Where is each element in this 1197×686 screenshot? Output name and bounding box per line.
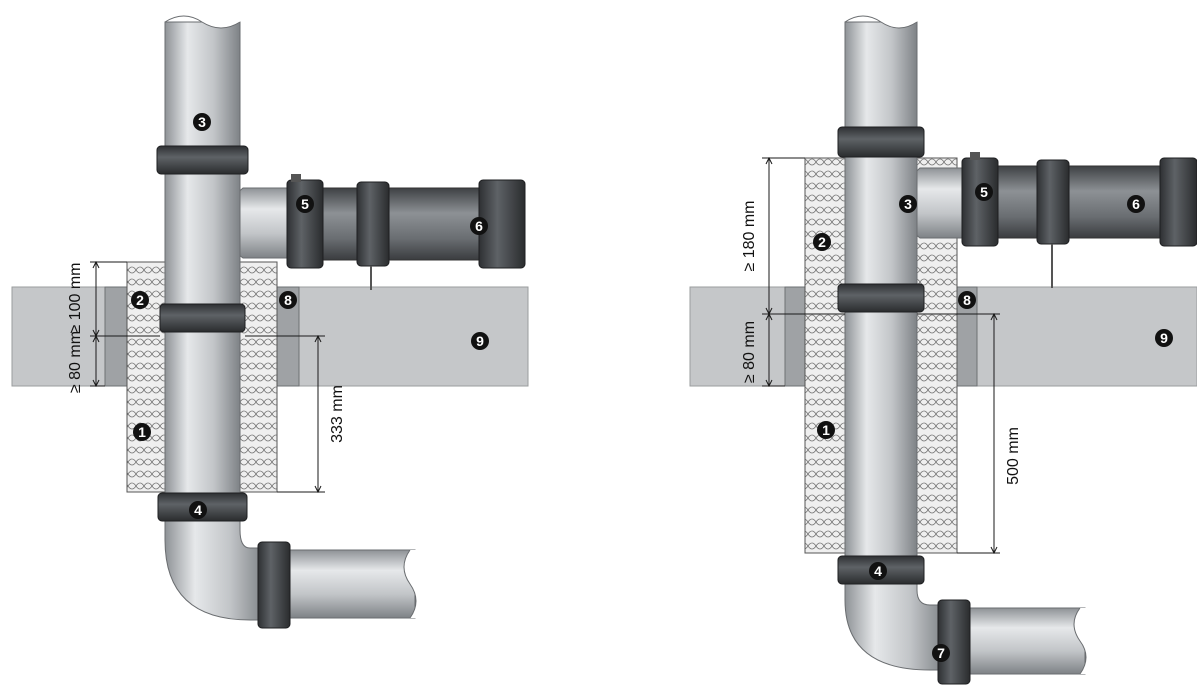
left-callout-9: 9 bbox=[471, 332, 489, 350]
svg-text:3: 3 bbox=[198, 114, 206, 130]
right-dim-slab-thickness: ≥ 80 mm bbox=[741, 321, 758, 383]
left-callout-6: 6 bbox=[470, 217, 488, 235]
left-dim-insulation-below: 333 mm bbox=[329, 385, 346, 443]
left-callout-8: 8 bbox=[279, 291, 297, 309]
svg-text:4: 4 bbox=[874, 563, 882, 579]
right-coupling-outlet bbox=[937, 599, 971, 685]
right-fire-collar-left bbox=[784, 286, 808, 387]
svg-text:8: 8 bbox=[963, 292, 971, 308]
right-dimensions: ≥ 180 mm ≥ 80 mm 500 mm bbox=[741, 156, 1022, 555]
right-pipe-cut-right bbox=[1074, 608, 1097, 674]
right-callout-8: 8 bbox=[958, 291, 976, 309]
left-coupling-branch-1 bbox=[286, 179, 324, 269]
left-dim-insulation-above: ≥ 100 mm bbox=[67, 262, 84, 333]
svg-text:3: 3 bbox=[904, 196, 912, 212]
right-callout-9: 9 bbox=[1155, 329, 1173, 347]
left-callout-4: 4 bbox=[189, 501, 207, 519]
left-hanger-clip bbox=[291, 174, 301, 182]
left-diagram: ≥ 100 mm ≥ 80 mm 333 mm 1 2 3 4 5 6 8 9 bbox=[11, 14, 529, 629]
right-coupling-branch-2 bbox=[1036, 159, 1070, 245]
left-insulation-right bbox=[239, 261, 278, 493]
left-callout-5: 5 bbox=[296, 195, 314, 213]
left-pipe-cut-top bbox=[165, 14, 240, 28]
right-dim-insulation-above: ≥ 180 mm bbox=[741, 200, 758, 271]
svg-text:1: 1 bbox=[822, 422, 830, 438]
left-coupling-slab bbox=[159, 303, 246, 333]
right-callout-7: 7 bbox=[932, 644, 950, 662]
svg-text:2: 2 bbox=[136, 292, 144, 308]
left-dimensions: ≥ 100 mm ≥ 80 mm 333 mm bbox=[67, 260, 346, 494]
svg-text:1: 1 bbox=[138, 424, 146, 440]
right-coupling-branch-3 bbox=[1159, 157, 1197, 247]
svg-text:6: 6 bbox=[475, 218, 483, 234]
right-callout-5: 5 bbox=[975, 183, 993, 201]
right-insulation-left bbox=[804, 157, 846, 554]
svg-text:5: 5 bbox=[301, 196, 309, 212]
left-elbow bbox=[164, 504, 266, 621]
svg-text:4: 4 bbox=[194, 502, 202, 518]
right-outlet-pipe bbox=[964, 607, 1086, 675]
right-callout-1: 1 bbox=[817, 421, 835, 439]
svg-text:6: 6 bbox=[1132, 196, 1140, 212]
right-callout-2: 2 bbox=[813, 233, 831, 251]
left-outlet-pipe bbox=[284, 549, 416, 619]
left-callout-2: 2 bbox=[131, 291, 149, 309]
svg-text:7: 7 bbox=[937, 645, 945, 661]
right-coupling-top bbox=[837, 126, 925, 158]
left-pipe-cut-right bbox=[404, 550, 425, 618]
right-dim-insulation-below: 500 mm bbox=[1005, 427, 1022, 485]
left-coupling-branch-2 bbox=[356, 181, 390, 267]
right-callout-4: 4 bbox=[869, 562, 887, 580]
left-dim-slab-thickness: ≥ 80 mm bbox=[67, 331, 84, 393]
svg-text:9: 9 bbox=[476, 333, 484, 349]
right-coupling-branch-1 bbox=[961, 157, 999, 247]
svg-text:8: 8 bbox=[284, 292, 292, 308]
right-callout-3: 3 bbox=[899, 195, 917, 213]
right-pipe-cut-top bbox=[845, 14, 917, 28]
svg-text:9: 9 bbox=[1160, 330, 1168, 346]
svg-text:2: 2 bbox=[818, 234, 826, 250]
left-callout-3: 3 bbox=[193, 113, 211, 131]
left-stack-pipe bbox=[164, 21, 241, 499]
right-diagram: ≥ 180 mm ≥ 80 mm 500 mm 1 2 3 4 5 6 7 8 … bbox=[689, 14, 1197, 685]
svg-text:5: 5 bbox=[980, 184, 988, 200]
left-coupling-top bbox=[156, 145, 249, 175]
right-coupling-slab bbox=[837, 283, 925, 313]
right-elbow bbox=[844, 569, 946, 671]
right-callout-6: 6 bbox=[1127, 195, 1145, 213]
left-callout-1: 1 bbox=[133, 423, 151, 441]
left-coupling-outlet bbox=[257, 541, 291, 629]
right-hanger-clip bbox=[970, 152, 980, 160]
